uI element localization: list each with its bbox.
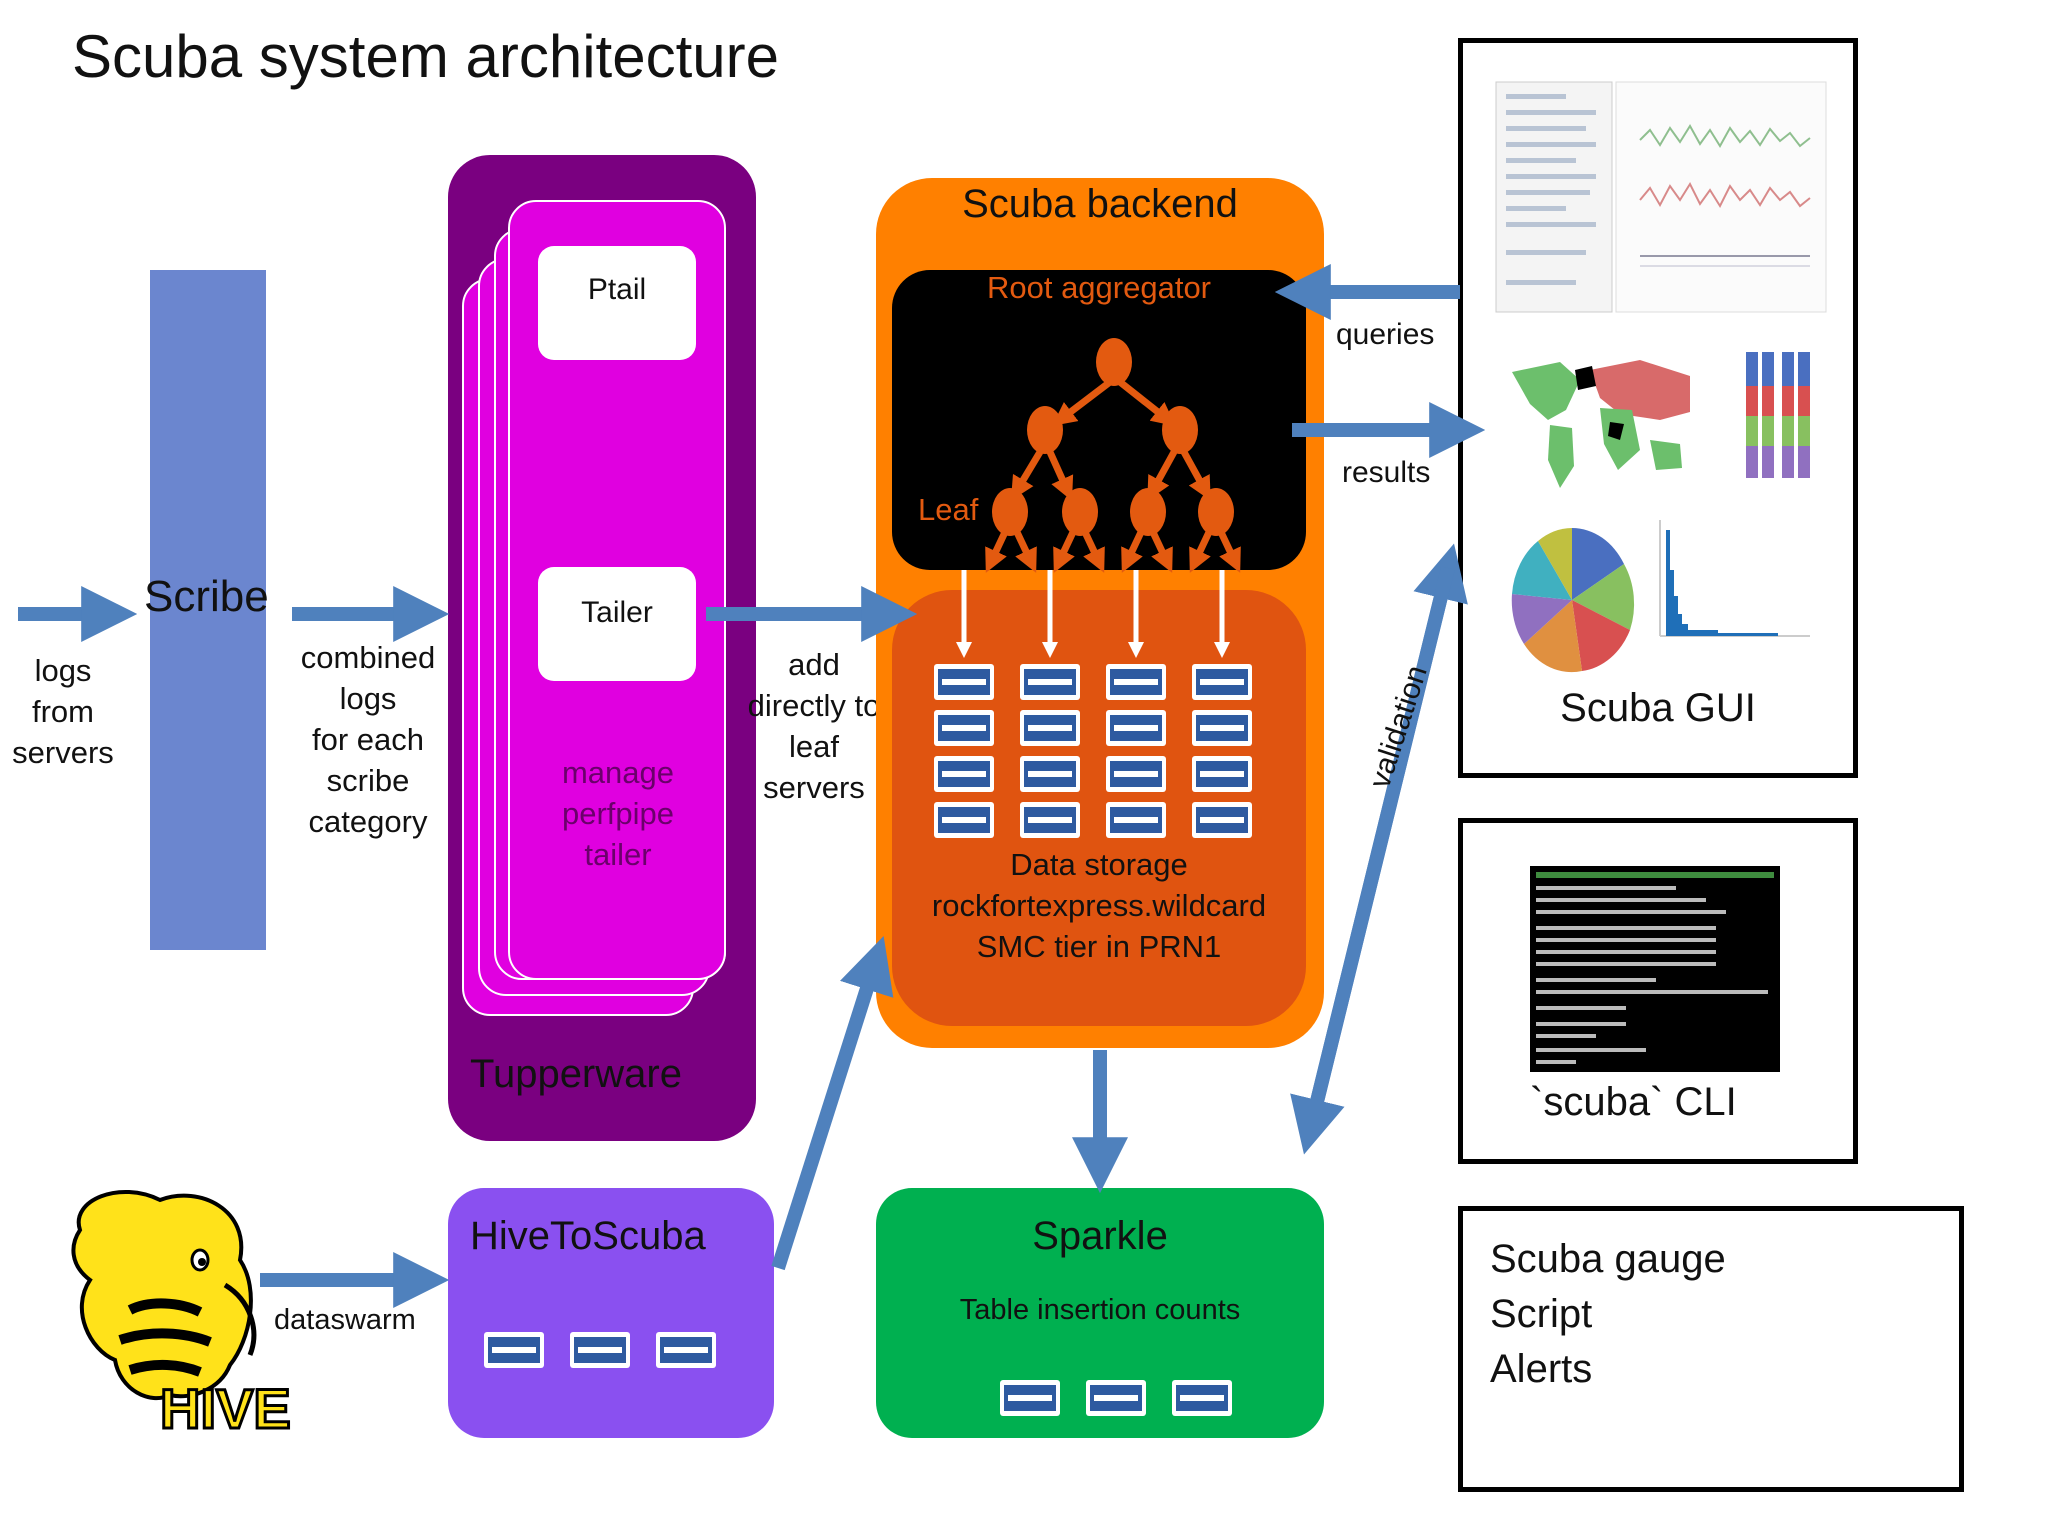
storage-server-icon: [1020, 710, 1080, 746]
storage-server-icon: [1106, 802, 1166, 838]
sparkle-subtitle: Table insertion counts: [959, 1294, 1241, 1326]
results-label: results: [1342, 456, 1431, 489]
hivetoscuba-server-icon: [656, 1332, 716, 1368]
arrow-validation-down: [1290, 566, 1455, 1155]
mid-node-right: [1162, 406, 1198, 454]
validation-label: validation: [1363, 661, 1434, 792]
sparkle-server-icon: [1000, 1380, 1060, 1416]
combined-logs-label: combined logs for each scribe category: [300, 640, 436, 839]
mid-node-left: [1027, 406, 1063, 454]
cli-terminal-screenshot: [1530, 866, 1780, 1072]
pie-thumbnail: [1511, 528, 1635, 673]
root-node: [1096, 338, 1132, 386]
leaf-node-2: [1062, 488, 1098, 536]
storage-server-icon: [934, 802, 994, 838]
logs-from-servers-label: logs from servers: [12, 653, 114, 770]
scuba-gauge-panel: [1458, 1206, 1964, 1492]
scuba-gui-label: Scuba GUI: [1560, 686, 1756, 730]
hivetoscuba-label: HiveToScuba: [470, 1214, 706, 1258]
hivetoscuba-server-icon: [484, 1332, 544, 1368]
storage-server-icon: [1192, 756, 1252, 792]
hivetoscuba-box: [448, 1188, 774, 1438]
storage-server-icon: [1106, 664, 1166, 700]
storage-server-icon: [934, 756, 994, 792]
storage-server-icon: [934, 664, 994, 700]
storage-server-icon: [1106, 710, 1166, 746]
leaf-node-4: [1198, 488, 1234, 536]
hive-logo-text: HIVE: [160, 1377, 291, 1440]
storage-server-icon: [1192, 710, 1252, 746]
storage-server-icon: [1020, 756, 1080, 792]
gui-screenshot-thumbnails: [1495, 81, 1827, 673]
storage-server-icon: [1192, 802, 1252, 838]
leaf-node-3: [1130, 488, 1166, 536]
hivetoscuba-server-icon: [570, 1332, 630, 1368]
queries-label: queries: [1336, 318, 1435, 351]
sparkle-server-icon: [1172, 1380, 1232, 1416]
scuba-gauge-text: Scuba gauge Script Alerts: [1490, 1237, 1726, 1391]
storage-server-icon: [1020, 664, 1080, 700]
storage-server-icon: [934, 710, 994, 746]
histogram-thumbnail: [1659, 520, 1810, 637]
stacked-bar-thumbnail: [1730, 350, 1810, 480]
dataswarm-label: dataswarm: [274, 1304, 416, 1336]
page-title: Scuba system architecture: [72, 23, 779, 90]
root-aggregator-panel: [892, 270, 1306, 570]
storage-server-icon: [1192, 664, 1252, 700]
scribe-label: Scribe: [144, 572, 269, 621]
data-storage-label: Data storage rockfortexpress.wildcard SM…: [931, 847, 1267, 964]
arrow-hivetoscuba-to-backend: [771, 935, 894, 1271]
storage-server-icon: [1020, 802, 1080, 838]
scribe-bar: [150, 270, 266, 950]
hive-logo: HIVE: [71, 1190, 292, 1442]
leaf-label: Leaf: [918, 492, 979, 527]
root-aggregator-label: Root aggregator: [986, 270, 1212, 305]
world-map-thumbnail: [1500, 340, 1700, 490]
sparkle-title: Sparkle: [1032, 1214, 1168, 1258]
tailer-box: Tailer: [538, 567, 696, 681]
scuba-backend-title: Scuba backend: [962, 182, 1238, 226]
add-directly-label: add directly to leaf servers: [747, 647, 881, 805]
tupperware-label: Tupperware: [470, 1052, 682, 1096]
storage-server-icon: [1106, 756, 1166, 792]
leaf-node-1: [992, 488, 1028, 536]
ptail-box: Ptail: [538, 246, 696, 360]
sparkle-server-icon: [1086, 1380, 1146, 1416]
manage-perfpipe-label: manage perfpipe tailer: [561, 755, 675, 872]
scuba-cli-label: `scuba` CLI: [1530, 1080, 1737, 1124]
